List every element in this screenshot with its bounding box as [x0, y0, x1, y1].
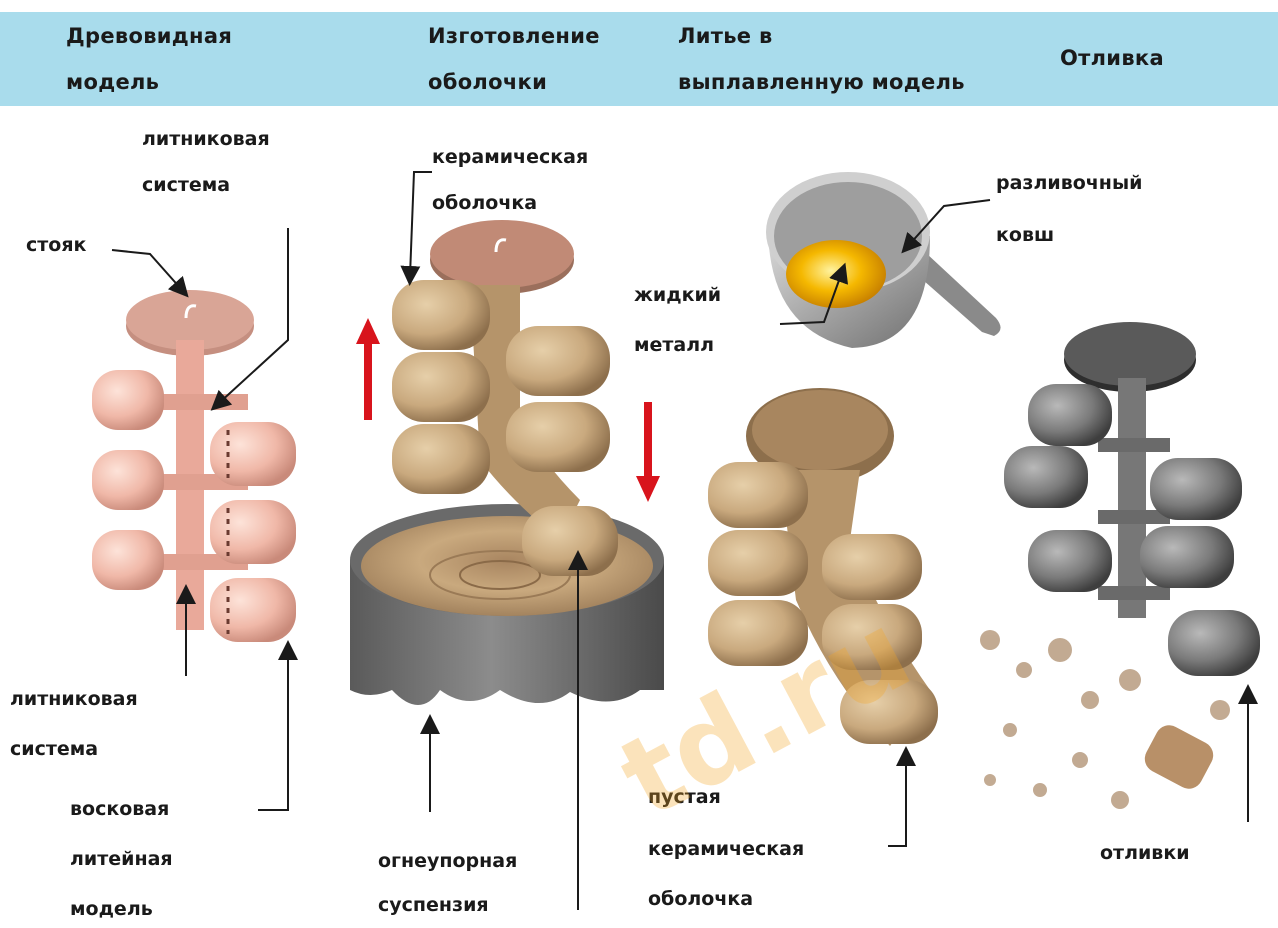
- label-ceramic-shell-1: керамическая: [432, 134, 588, 180]
- label-gating-system-bottom-1: литниковая: [10, 676, 138, 722]
- label-ladle-2: ковш: [996, 212, 1054, 258]
- label-gating-system-top-2: система: [142, 162, 230, 208]
- wax-tree: [92, 290, 296, 642]
- label-riser: стояк: [26, 222, 86, 268]
- label-wax-pattern-2: литейная: [70, 836, 173, 882]
- label-gating-system-top-1: литниковая: [142, 116, 270, 162]
- label-slurry-1: огнеупорная: [378, 838, 517, 884]
- red-arrow-down: [636, 402, 660, 502]
- metal-casting: [980, 322, 1260, 809]
- label-castings: отливки: [1100, 830, 1190, 876]
- label-ladle-1: разливочный: [996, 160, 1142, 206]
- label-slurry-2: суспензия: [378, 882, 489, 928]
- ladle: [766, 172, 1001, 348]
- label-gating-system-bottom-2: система: [10, 726, 98, 772]
- wax-patterns-left: [92, 370, 164, 590]
- red-arrow-up: [356, 318, 380, 420]
- wax-patterns-right: [210, 422, 296, 642]
- shell-dipping: [350, 220, 664, 705]
- label-liquid-metal-2: металл: [634, 322, 714, 368]
- label-liquid-metal-1: жидкий: [634, 272, 721, 318]
- label-ceramic-shell-2: оболочка: [432, 180, 537, 226]
- label-wax-pattern-3: модель: [70, 886, 153, 928]
- label-wax-pattern-1: восковая: [70, 786, 169, 832]
- label-empty-shell-3: оболочка: [648, 876, 753, 922]
